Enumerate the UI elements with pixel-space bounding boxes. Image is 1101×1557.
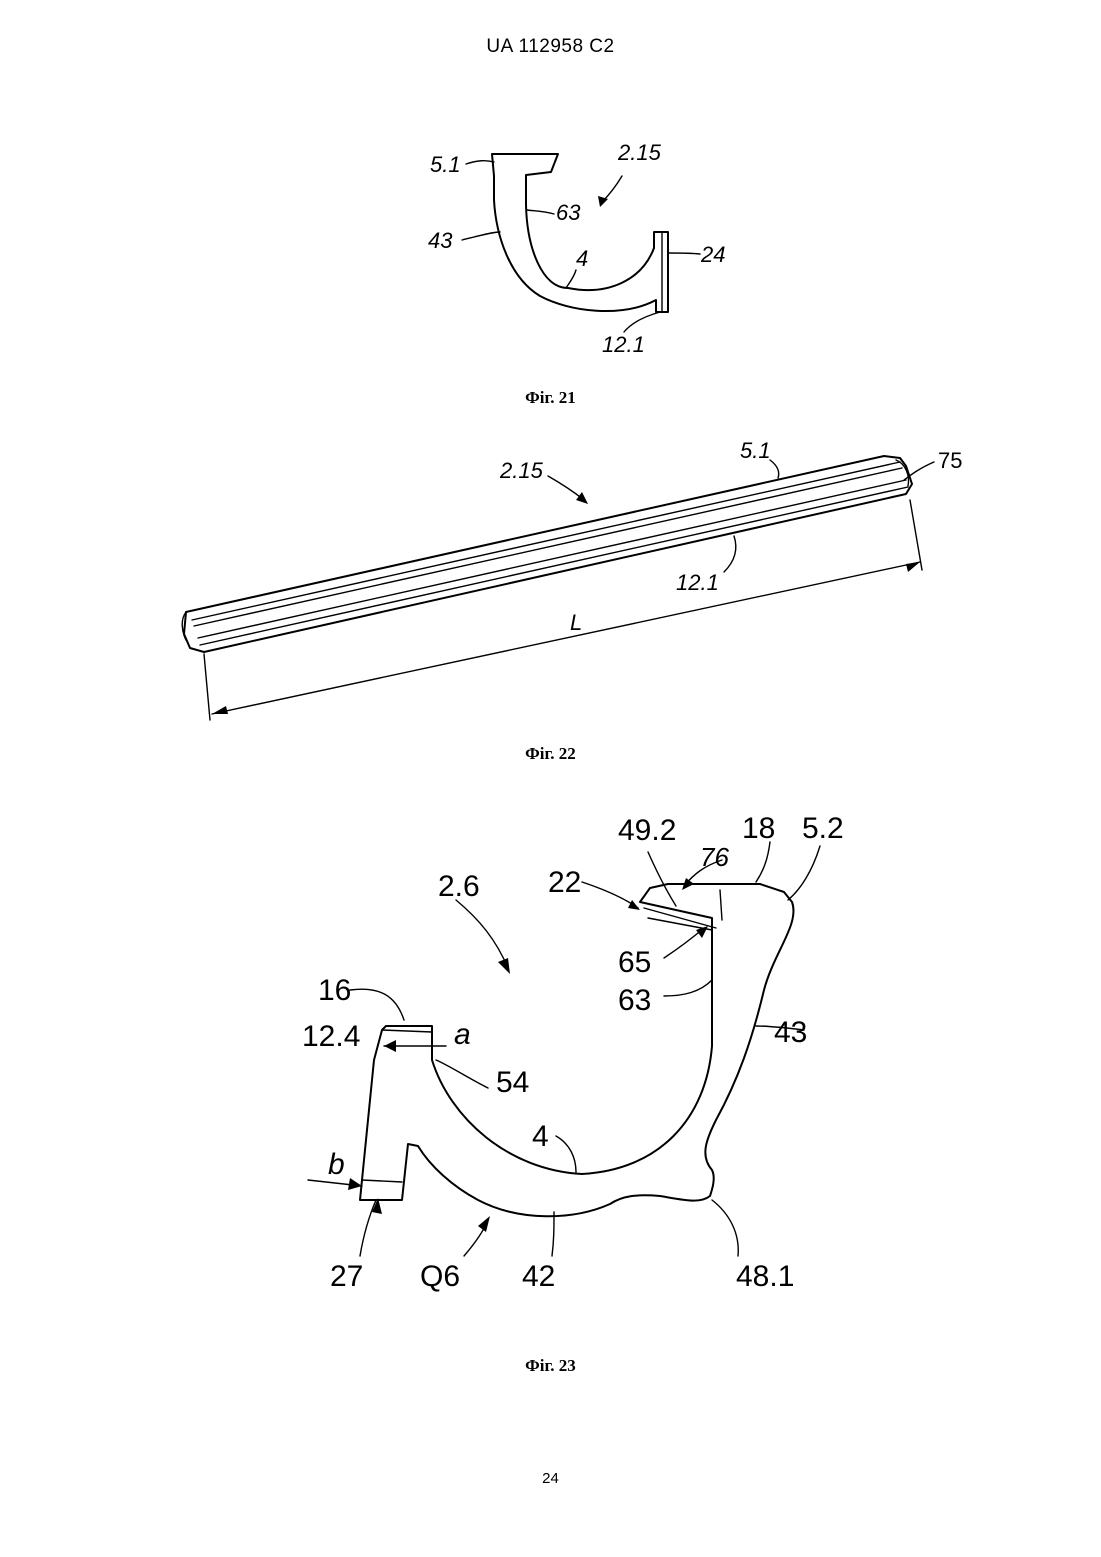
fig22-dim-ext-right [910, 500, 922, 570]
fig23-label-43: 43 [774, 1016, 807, 1049]
fig22-label-L: L [570, 610, 582, 635]
fig23-foot-edge [362, 1180, 402, 1182]
fig23-leader-49-2 [648, 852, 676, 906]
fig22-dim-arrow-left [212, 706, 228, 714]
fig23-profile-outline [360, 884, 794, 1216]
fig23-label-18: 18 [742, 812, 775, 845]
figure-21-drawing: 5.1 2.15 63 43 24 4 12.1 [0, 130, 1101, 370]
fig21-leader-63 [527, 210, 554, 214]
fig23-arrowhead-Q6 [478, 1216, 490, 1232]
fig23-label-49-2: 49.2 [618, 814, 676, 847]
fig22-arrow-2-15 [548, 476, 584, 500]
fig22-dim-line [212, 562, 920, 714]
fig23-label-4: 4 [532, 1120, 549, 1153]
fig21-leader-5-1 [466, 161, 494, 164]
fig21-leader-4 [566, 270, 576, 288]
fig21-label-43: 43 [428, 228, 453, 253]
fig22-label-2-15: 2.15 [499, 458, 544, 483]
fig22-dim-ext-left [204, 654, 210, 720]
fig23-arrowhead-b [348, 1178, 362, 1190]
fig23-label-22: 22 [548, 866, 581, 899]
fig23-leader-22 [582, 882, 638, 908]
fig23-label-a: a [454, 1018, 471, 1051]
fig23-label-Q6: Q6 [420, 1260, 460, 1293]
fig21-leader-12-1 [624, 312, 660, 332]
fig23-label-27: 27 [330, 1260, 363, 1293]
fig22-rail-outline [184, 456, 912, 652]
fig21-leader-24 [669, 253, 700, 254]
page-number: 24 [0, 1470, 1101, 1487]
fig23-label-65: 65 [618, 946, 651, 979]
fig22-rail-edge-1 [192, 462, 900, 620]
fig23-leader-48-1 [712, 1200, 738, 1256]
fig23-leader-5-2 [788, 846, 820, 900]
fig23-arrowhead-2-6 [498, 958, 510, 974]
figure-22-caption: Фіг. 22 [0, 744, 1101, 764]
figure-22-drawing: 2.15 5.1 75 12.1 L [0, 430, 1101, 730]
fig21-label-5-1: 5.1 [430, 152, 461, 177]
fig21-label-2-15: 2.15 [617, 140, 662, 165]
fig21-label-24: 24 [700, 242, 725, 267]
fig22-dim-arrow-right [906, 562, 920, 572]
fig21-leader-43 [462, 232, 500, 240]
fig23-top-edge [382, 1030, 432, 1032]
fig23-arrow-2-6 [456, 900, 508, 968]
figure-21-caption: Фіг. 21 [0, 388, 1101, 408]
fig23-arrowhead-a [384, 1040, 396, 1052]
fig22-rail-edge-2 [194, 468, 902, 626]
fig23-label-76: 76 [700, 842, 729, 872]
fig23-leader-18 [756, 842, 770, 882]
fig23-label-b: b [328, 1148, 345, 1181]
fig23-label-63: 63 [618, 984, 651, 1017]
fig21-label-4: 4 [576, 246, 588, 271]
fig23-leader-54 [436, 1060, 488, 1088]
fig21-label-12-1: 12.1 [602, 332, 645, 357]
fig23-lip-edge-3 [720, 890, 722, 920]
fig23-label-12-4: 12.4 [302, 1020, 360, 1053]
fig22-label-75: 75 [938, 448, 962, 473]
fig23-label-54: 54 [496, 1066, 529, 1099]
fig23-label-5-2: 5.2 [802, 812, 844, 845]
fig22-arrowhead [576, 492, 588, 504]
fig23-leader-4 [556, 1136, 576, 1172]
fig22-label-5-1: 5.1 [740, 438, 771, 463]
fig22-label-12-1: 12.1 [676, 570, 719, 595]
fig22-leader-5-1 [770, 460, 779, 478]
fig23-label-42: 42 [522, 1260, 555, 1293]
fig22-rail-edge-4 [200, 487, 908, 645]
fig22-leader-12-1 [724, 536, 736, 572]
fig23-label-2-6: 2.6 [438, 870, 480, 903]
fig23-arrowhead-22 [628, 900, 640, 910]
patent-header: UA 112958 C2 [0, 36, 1101, 58]
fig22-rail-edge-3 [198, 480, 906, 638]
fig21-profile-outline [492, 154, 668, 312]
fig21-label-63: 63 [556, 200, 581, 225]
figure-23-drawing: 49.2 18 5.2 76 2.6 22 65 63 16 43 12.4 a… [0, 800, 1101, 1310]
fig23-leader-63 [664, 980, 712, 996]
fig23-label-48-1: 48.1 [736, 1260, 794, 1293]
fig23-label-16: 16 [318, 974, 351, 1007]
fig23-leader-42 [552, 1212, 554, 1256]
figure-23-caption: Фіг. 23 [0, 1356, 1101, 1376]
fig23-leader-16 [350, 989, 404, 1020]
